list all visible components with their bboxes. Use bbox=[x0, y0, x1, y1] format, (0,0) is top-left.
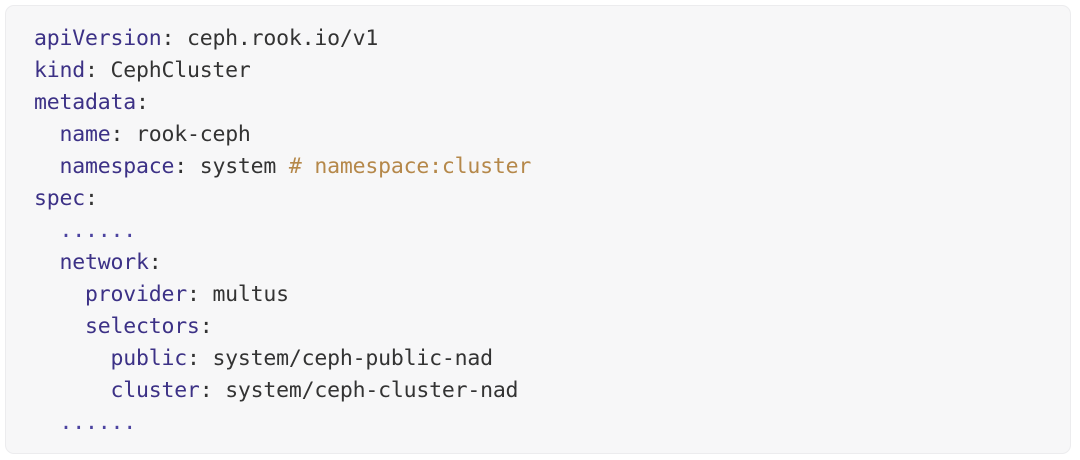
yaml-separator: : bbox=[135, 90, 149, 115]
code-indent bbox=[34, 282, 85, 307]
yaml-key: public bbox=[110, 346, 187, 371]
yaml-separator: : bbox=[161, 26, 187, 51]
code-line: provider: multus bbox=[34, 279, 1070, 311]
yaml-separator: : bbox=[186, 346, 213, 371]
code-line: spec: bbox=[34, 183, 1070, 215]
yaml-value: CephCluster bbox=[110, 58, 251, 83]
yaml-value: rook-ceph bbox=[135, 122, 251, 147]
code-line: public: system/ceph-public-nad bbox=[34, 343, 1070, 375]
yaml-value: system/ceph-cluster-nad bbox=[225, 378, 519, 403]
code-line: ...... bbox=[34, 407, 1070, 439]
yaml-comment: # namespace:cluster bbox=[288, 154, 532, 179]
code-line: selectors: bbox=[34, 311, 1070, 343]
yaml-value: system bbox=[199, 154, 289, 179]
code-line: network: bbox=[34, 247, 1070, 279]
yaml-key: selectors bbox=[84, 314, 200, 339]
code-indent bbox=[34, 314, 85, 339]
code-line: apiVersion: ceph.rook.io/v1 bbox=[34, 23, 1070, 55]
code-indent bbox=[34, 410, 60, 435]
code-ellipsis: ...... bbox=[59, 218, 137, 243]
yaml-key: provider bbox=[84, 282, 187, 307]
yaml-separator: : bbox=[199, 378, 226, 403]
code-indent bbox=[34, 154, 60, 179]
yaml-separator: : bbox=[174, 154, 200, 179]
code-indent bbox=[34, 250, 60, 275]
code-line: namespace: system # namespace:cluster bbox=[34, 151, 1070, 183]
yaml-separator: : bbox=[110, 122, 136, 147]
yaml-key: apiVersion bbox=[34, 26, 162, 51]
code-indent bbox=[34, 122, 60, 147]
yaml-key: network bbox=[59, 250, 149, 275]
yaml-key: namespace bbox=[59, 154, 175, 179]
yaml-key: cluster bbox=[110, 378, 200, 403]
yaml-key: kind bbox=[34, 58, 85, 83]
code-indent bbox=[34, 218, 60, 243]
yaml-key: name bbox=[59, 122, 111, 147]
yaml-separator: : bbox=[186, 282, 213, 307]
yaml-separator: : bbox=[84, 186, 98, 211]
code-line: ...... bbox=[34, 215, 1070, 247]
yaml-value: ceph.rook.io/v1 bbox=[186, 26, 379, 51]
yaml-key: metadata bbox=[34, 90, 136, 115]
code-indent bbox=[34, 378, 110, 403]
code-ellipsis: ...... bbox=[59, 410, 137, 435]
yaml-key: spec bbox=[34, 186, 85, 211]
yaml-value: multus bbox=[212, 282, 289, 307]
yaml-separator: : bbox=[199, 314, 213, 339]
code-indent bbox=[34, 346, 110, 371]
code-line: cluster: system/ceph-cluster-nad bbox=[34, 375, 1070, 407]
yaml-separator: : bbox=[84, 58, 111, 83]
yaml-separator: : bbox=[148, 250, 162, 275]
code-line: name: rook-ceph bbox=[34, 119, 1070, 151]
yaml-value: system/ceph-public-nad bbox=[212, 346, 493, 371]
code-line: metadata: bbox=[34, 87, 1070, 119]
code-line: kind: CephCluster bbox=[34, 55, 1070, 87]
